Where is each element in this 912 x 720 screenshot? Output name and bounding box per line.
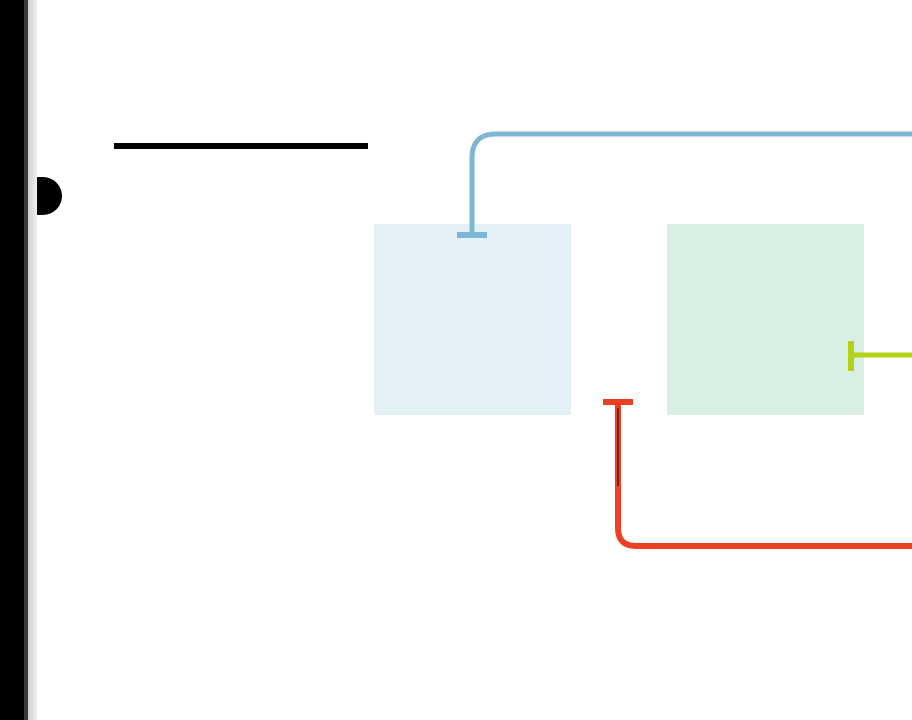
heading-rule <box>114 143 368 149</box>
connector-blue[interactable] <box>469 131 912 232</box>
connector-blue-t-bar <box>457 232 487 238</box>
block-green[interactable] <box>667 224 864 415</box>
connector-red-t-bar <box>603 399 633 405</box>
left-edge-bar <box>0 0 24 720</box>
left-edge-bar-border <box>24 0 28 720</box>
connector-lime-t-bar <box>848 341 854 371</box>
connector-red[interactable] <box>615 404 912 549</box>
block-blue[interactable] <box>374 224 571 415</box>
left-edge-bar-shade <box>28 0 37 720</box>
